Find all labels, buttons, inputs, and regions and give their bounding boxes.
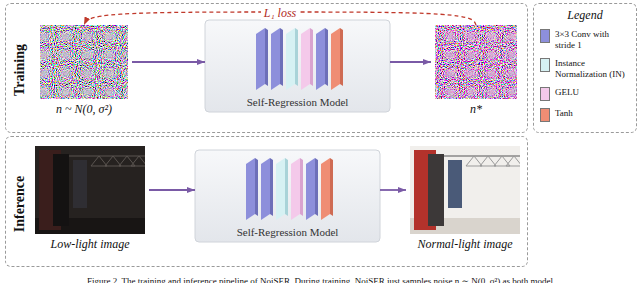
legend-item: Instance Normalization (IN) [540, 58, 630, 80]
image-caption: n ~ N(0, σ²) [36, 102, 132, 117]
stage-panel: Training n ~ N(0, σ²) Self-Regression Mode… [5, 3, 528, 133]
panel-title: Inference [12, 175, 28, 232]
flow-arrow [390, 61, 431, 63]
image-node: n ~ N(0, σ²) [36, 25, 132, 117]
stage-panel: InferenceLow-light image Self-Regression … [5, 136, 528, 267]
legend-swatch [540, 58, 550, 72]
model-block [195, 150, 380, 242]
model-label: Self-Regression Model [247, 96, 349, 108]
flow-arrow [380, 189, 406, 191]
legend-text: Tanh [555, 108, 573, 119]
legend-item: Tanh [540, 108, 630, 122]
legend-text: Instance Normalization (IN) [555, 58, 630, 80]
legend-text: GELU [555, 87, 579, 98]
normal-light-photo [410, 146, 520, 234]
image-node: Low-light image [31, 146, 149, 252]
figure-caption: Figure 2. The training and inference pip… [87, 276, 553, 283]
noise-image [40, 25, 128, 99]
legend-item: GELU [540, 87, 630, 101]
legend-box: Legend 3×3 Conv with stride 1 Instance Nor… [533, 3, 637, 133]
edge-label: L₁ loss [261, 7, 300, 20]
model-label: Self-Regression Model [237, 226, 339, 238]
caption-box: Figure 2. The training and inference pip… [2, 270, 638, 283]
noise-image [435, 25, 517, 99]
image-caption: Normal-light image [406, 237, 524, 252]
model-block [205, 20, 390, 112]
legend-swatch [540, 108, 550, 122]
legend-text: 3×3 Conv with stride 1 [555, 29, 630, 51]
legend-title: Legend [540, 8, 630, 23]
flow-arrow [132, 61, 205, 63]
legend-swatch [540, 29, 550, 43]
legend-item: 3×3 Conv with stride 1 [540, 29, 630, 51]
image-caption: Low-light image [31, 237, 149, 252]
image-node: n* [431, 25, 521, 117]
flow-arrow [149, 189, 195, 191]
panel-title: Training [12, 44, 28, 96]
low-light-photo [35, 146, 145, 234]
image-caption: n* [431, 102, 521, 117]
model-box: Self-Regression Model [195, 150, 380, 242]
legend-swatch [540, 87, 550, 101]
image-node: Normal-light image [406, 146, 524, 252]
model-box: Self-Regression Model [205, 20, 390, 112]
